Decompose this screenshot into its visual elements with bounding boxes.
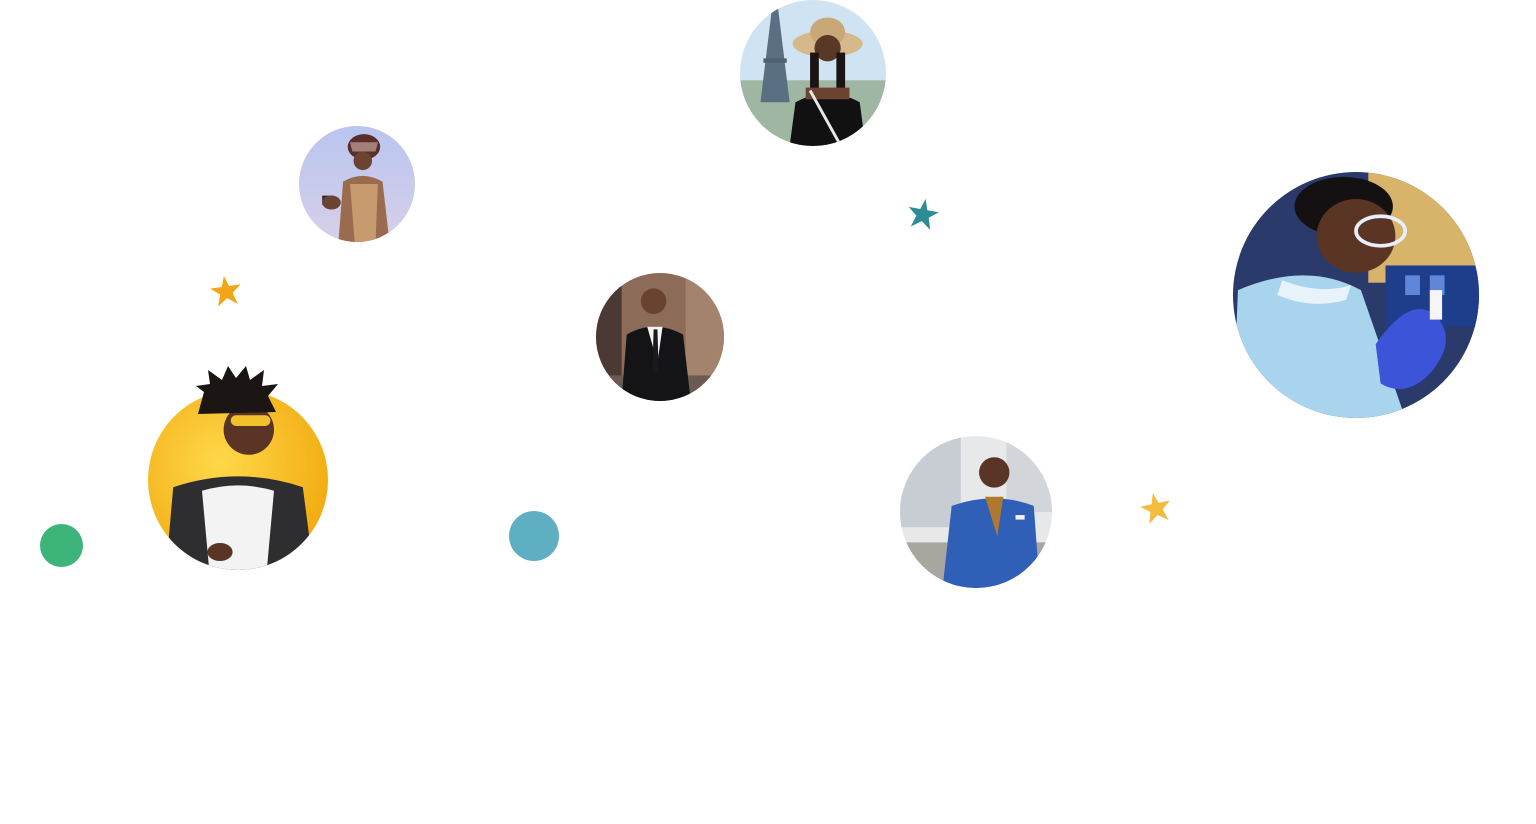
yellow-star-icon <box>1138 490 1174 526</box>
teal-star-icon <box>905 196 941 232</box>
man-yellow-glasses-hair <box>196 366 278 414</box>
green-dot <box>40 524 83 567</box>
woman-eiffel-tower-photo <box>740 0 886 146</box>
man-blue-blazer-photo <box>900 436 1052 588</box>
scientist-lab-photo <box>1233 172 1479 418</box>
man-black-suit-photo <box>596 273 724 401</box>
woman-headwrap-phone-photo <box>299 126 415 242</box>
man-yellow-glasses-photo <box>148 390 328 570</box>
orange-star-icon <box>208 273 244 309</box>
blue-dot <box>509 511 559 561</box>
